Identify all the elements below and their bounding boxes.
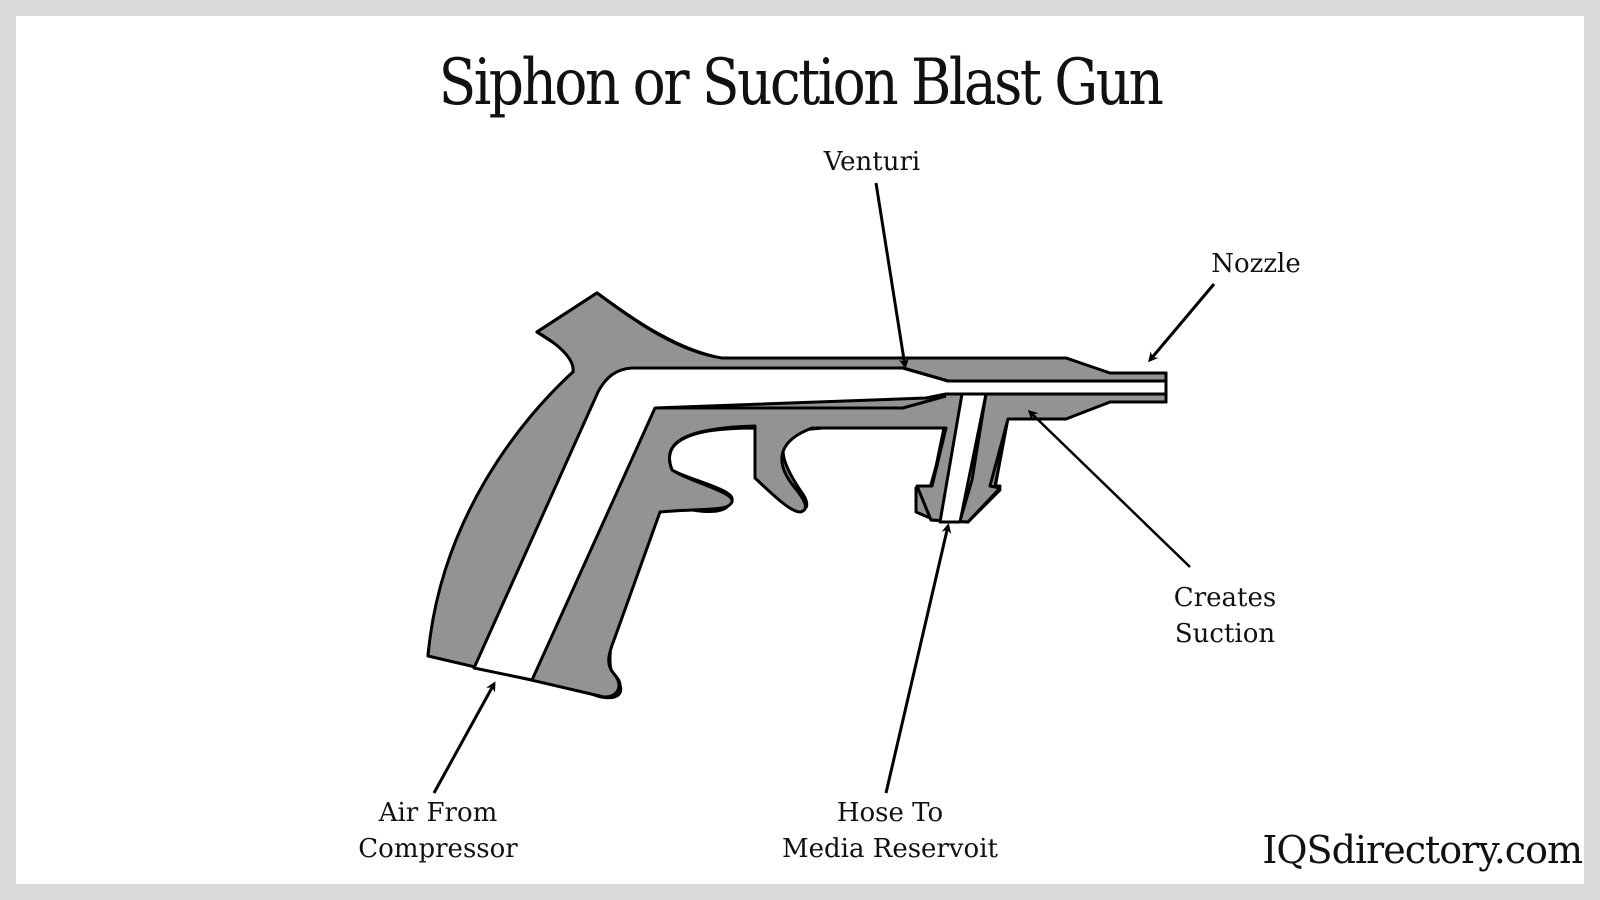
hose-to-line-2: Media Reservoit bbox=[782, 834, 998, 864]
venturi-taper bbox=[902, 366, 949, 383]
brand-watermark: IQSdirectory.com bbox=[1262, 828, 1583, 872]
venturi-arrow bbox=[874, 182, 909, 369]
hose-arrow bbox=[884, 523, 952, 794]
nozzle-label: Nozzle bbox=[1211, 249, 1301, 279]
creates-suction-label: Creates Suction bbox=[1150, 580, 1300, 652]
creates-suction-line-2: Suction bbox=[1174, 619, 1276, 649]
barrel-lower-edge bbox=[655, 394, 947, 410]
suction-tube bbox=[938, 392, 988, 524]
diagram-title: Siphon or Suction Blast Gun bbox=[438, 46, 1164, 120]
air-from-line-1: Air From bbox=[378, 798, 498, 828]
creates-suction-line-1: Creates bbox=[1173, 583, 1277, 613]
hose-to-media-label: Hose To Media Reservoit bbox=[760, 795, 1020, 867]
nozzle-arrow bbox=[1148, 283, 1216, 363]
creates-suction-arrow bbox=[1027, 409, 1191, 568]
air-arrow bbox=[432, 681, 496, 794]
diagram-canvas bbox=[16, 16, 1584, 884]
venturi-label: Venturi bbox=[823, 147, 921, 177]
air-from-compressor-label: Air From Compressor bbox=[340, 795, 536, 867]
air-from-line-2: Compressor bbox=[358, 834, 518, 864]
hose-to-line-1: Hose To bbox=[836, 798, 944, 828]
